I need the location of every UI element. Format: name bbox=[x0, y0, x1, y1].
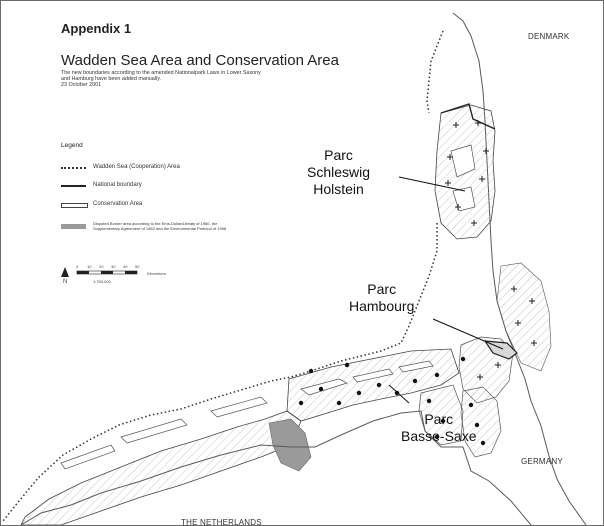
disputed-ems-dollard-area bbox=[268, 418, 312, 472]
scale-unit: Kilometers bbox=[147, 271, 166, 276]
scale-tick: 50 bbox=[135, 264, 140, 269]
scale-tick: 0 bbox=[76, 264, 79, 269]
island-shape bbox=[300, 378, 348, 396]
park-label-line: Parc bbox=[367, 281, 397, 297]
map-title: Wadden Sea Area and Conservation Area bbox=[61, 52, 339, 69]
country-label-denmark: DENMARK bbox=[528, 32, 570, 41]
island-shape bbox=[398, 360, 434, 373]
park-label-line: Holstein bbox=[313, 181, 364, 197]
hamburg-area bbox=[483, 340, 518, 360]
schleswig-crosses bbox=[445, 120, 537, 380]
island-shape bbox=[120, 418, 188, 444]
dithmarschen-area bbox=[496, 262, 552, 372]
cooperation-boundary-north bbox=[426, 30, 444, 114]
park-label-hambourg: Parc Hambourg bbox=[349, 281, 414, 315]
country-label-netherlands: THE NETHERLANDS bbox=[181, 518, 262, 526]
island-shape bbox=[210, 396, 268, 418]
scale-tick: 10 bbox=[87, 264, 92, 269]
map-date: 23 October 2001 bbox=[61, 82, 102, 88]
legend-label: National boundary bbox=[93, 182, 142, 188]
map-subtitle-line: The new boundaries according to the amen… bbox=[61, 70, 261, 76]
legend-label-line: Supplementary Agreement of 1962 and the … bbox=[93, 226, 227, 231]
park-label-basse-saxe: Parc Basse-Saxe bbox=[401, 411, 476, 445]
legend-label: Wadden Sea (Cooperation) Area bbox=[93, 164, 180, 170]
legend-swatch-box bbox=[61, 203, 88, 208]
island-shape bbox=[450, 144, 476, 178]
legend-swatch-solid bbox=[61, 185, 86, 187]
legend-swatch-grey bbox=[61, 224, 86, 229]
park-label-line: Parc bbox=[424, 411, 454, 427]
legend-label: Conservation Area bbox=[93, 201, 143, 207]
park-label-line: Basse-Saxe bbox=[401, 428, 477, 444]
leader-basse-saxe bbox=[388, 384, 410, 404]
park-label-schleswig-holstein: Parc Schleswig Holstein bbox=[307, 147, 370, 198]
lower-saxony-dots bbox=[298, 356, 486, 446]
legend-label-line: Disputed Border area according to the Em… bbox=[93, 221, 218, 226]
appendix-heading: Appendix 1 bbox=[61, 21, 132, 36]
park-label-line: Hambourg bbox=[349, 298, 415, 314]
legend-swatch-dotted bbox=[61, 167, 86, 169]
legend-title: Legend bbox=[61, 142, 83, 149]
island-shape bbox=[352, 368, 394, 383]
leader-schleswig bbox=[398, 176, 466, 192]
national-boundary-dk-de bbox=[440, 103, 496, 130]
north-arrow-label: N bbox=[63, 279, 68, 285]
park-label-line: Parc bbox=[324, 147, 353, 163]
island-shape bbox=[60, 444, 116, 470]
country-label-germany: GERMANY bbox=[521, 457, 563, 466]
mainland-coastline-south bbox=[20, 410, 532, 525]
scale-tick: 30 bbox=[111, 264, 116, 269]
scale-tick: 40 bbox=[123, 264, 128, 269]
scale-note: 1:750.000 bbox=[93, 279, 111, 284]
park-label-line: Schleswig bbox=[307, 164, 371, 180]
scale-tick: 20 bbox=[99, 264, 104, 269]
leader-hambourg bbox=[432, 318, 504, 350]
map-subtitle-line: and Hamburg have been added manually. bbox=[61, 76, 161, 82]
scale-bar bbox=[61, 267, 138, 277]
danish-coastline bbox=[452, 12, 587, 525]
